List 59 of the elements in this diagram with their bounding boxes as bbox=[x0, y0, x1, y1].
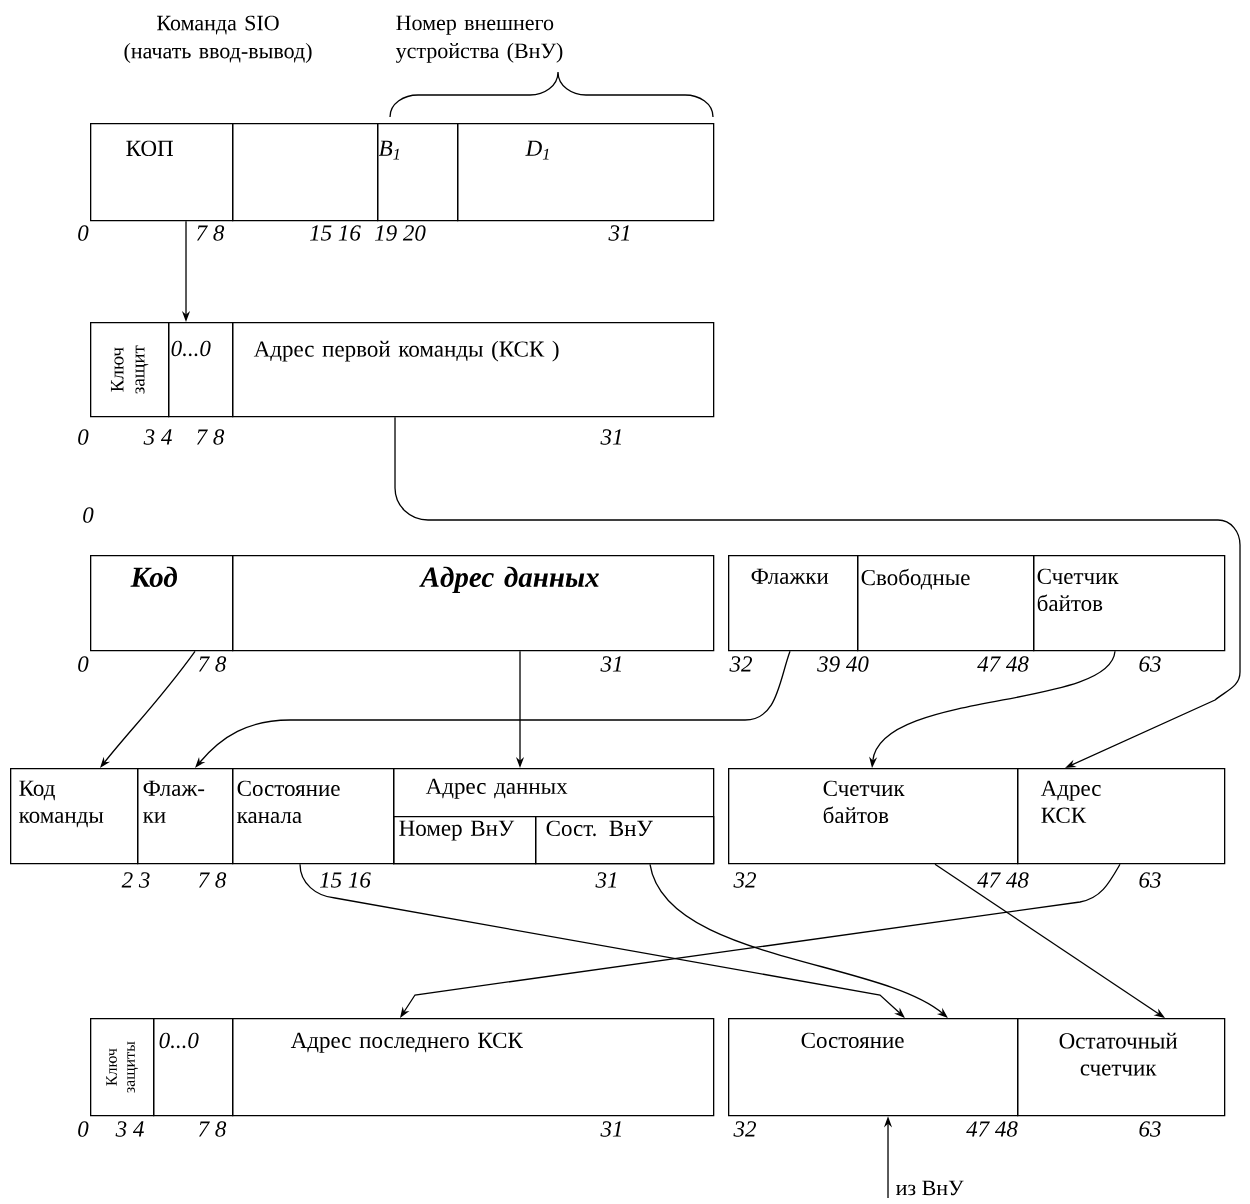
field-cell: Счетчик байтов bbox=[728, 768, 1019, 865]
bit-number: 15 16 bbox=[309, 225, 361, 241]
field-cell: Флажки bbox=[728, 555, 859, 652]
field-cell: Состояние канала bbox=[232, 768, 395, 865]
arrow bbox=[649, 863, 948, 1018]
bit-number: 7 8 bbox=[197, 225, 225, 241]
empty-field-cell bbox=[232, 123, 379, 222]
bit-number: 15 16 bbox=[319, 872, 371, 888]
field-cell: 0...0 bbox=[153, 1018, 234, 1117]
bit-number: 7 8 bbox=[197, 429, 225, 445]
bit-number: 2 3 bbox=[121, 872, 150, 888]
bit-number: 47 48 bbox=[977, 872, 1029, 888]
field-cell: Ключ защит bbox=[90, 322, 170, 418]
subfield-cell: Номер ВнУ bbox=[393, 816, 537, 865]
field-cell: Адрес данных bbox=[232, 555, 715, 652]
field-cell: Ключ защиты bbox=[90, 1018, 155, 1117]
bit-number: 47 48 bbox=[977, 656, 1029, 672]
field-cell: Свободные bbox=[857, 555, 1035, 652]
field-cell: D$_{1}$ bbox=[457, 123, 715, 222]
bit-number: 32 bbox=[733, 1121, 756, 1137]
field-cell: B$_{1}$ bbox=[377, 123, 459, 222]
annotation-text: Номер внешнего устройства (ВнУ) bbox=[395, 15, 563, 63]
bit-number: 7 8 bbox=[199, 1121, 227, 1137]
field-cell: Адрес первой команды (КСК ) bbox=[232, 322, 715, 418]
field-cell: Код bbox=[90, 555, 234, 652]
arrow bbox=[394, 416, 1241, 768]
bit-number: 3 4 bbox=[143, 429, 172, 445]
arrow bbox=[195, 650, 791, 768]
bit-number: 39 40 bbox=[817, 656, 869, 672]
bit-number: 7 8 bbox=[199, 872, 227, 888]
field-cell: 0...0 bbox=[168, 322, 234, 418]
edge-label: из ВнУ bbox=[894, 1179, 965, 1197]
field-cell: Счетчик байтов bbox=[1033, 555, 1226, 652]
field-cell: Код команды bbox=[10, 768, 139, 865]
arrow bbox=[400, 863, 1121, 1018]
field-cell: КОП bbox=[90, 123, 234, 222]
bit-number: 0 bbox=[78, 225, 89, 241]
arrow bbox=[299, 863, 905, 1018]
bit-number: 19 20 bbox=[374, 225, 426, 241]
bit-number: 31 bbox=[595, 872, 617, 888]
field-cell: Остаточный счетчик bbox=[1017, 1018, 1226, 1117]
bit-number: 0 bbox=[78, 429, 89, 445]
bit-number: 3 4 bbox=[115, 1121, 144, 1137]
annotation-text: Команда SIO (начать ввод-вывод) bbox=[124, 15, 312, 63]
subfield-cell: Сост. ВнУ bbox=[535, 816, 715, 865]
bit-number: 0 bbox=[83, 507, 94, 523]
bit-number: 0 bbox=[78, 656, 89, 672]
field-cell: Флаж- ки bbox=[137, 768, 234, 865]
arrow bbox=[934, 863, 1165, 1018]
field-cell: Адрес КСК bbox=[1017, 768, 1226, 865]
bit-number: 32 bbox=[733, 872, 756, 888]
bit-number: 47 48 bbox=[966, 1121, 1018, 1137]
field-cell: Адрес последнего КСК bbox=[232, 1018, 715, 1117]
bit-number: 7 8 bbox=[199, 656, 227, 672]
bit-number: 0 bbox=[78, 1121, 89, 1137]
arrow bbox=[100, 650, 196, 768]
field-cell: Состояние bbox=[728, 1018, 1019, 1117]
bit-number: 63 bbox=[1139, 872, 1161, 888]
bit-number: 32 bbox=[729, 656, 752, 672]
